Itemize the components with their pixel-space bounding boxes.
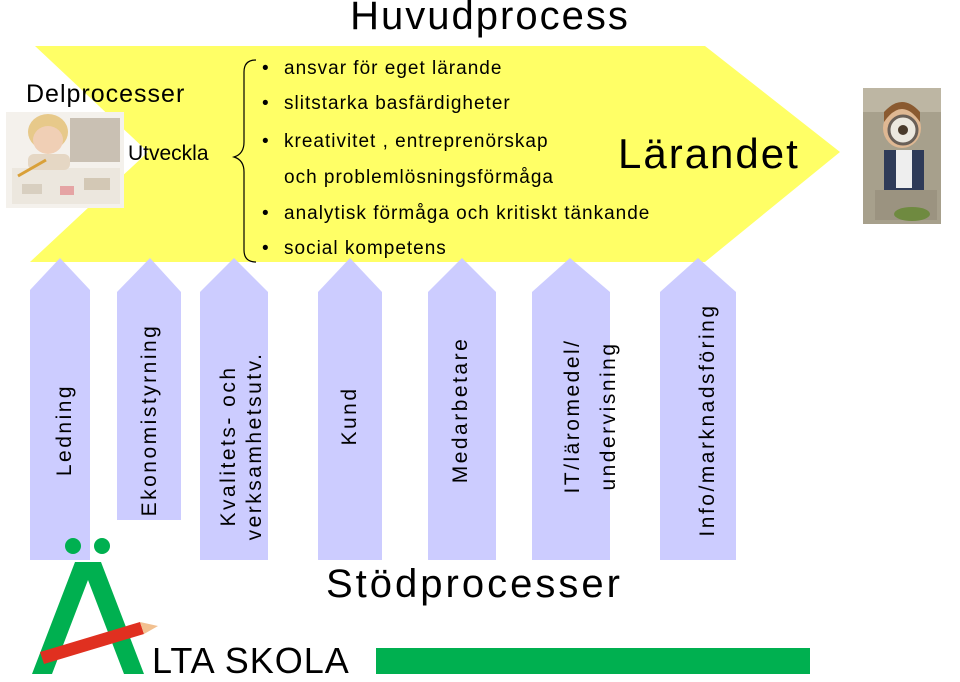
support-arrow-3 [200,258,268,560]
sub-label: Utveckla [128,142,209,165]
logo-dot-left [65,538,81,554]
support-label-medarbetare: Medarbetare [449,336,472,484]
bullet-item: •social kompetens [262,238,447,259]
support-label-info: Info/marknadsföring [696,303,719,537]
support-label-ekonomistyrning: Ekonomistyrning [138,323,161,517]
support-arrow-2 [117,258,181,520]
support-label-kund: Kund [338,386,361,446]
logo-text: LTA SKOLA [152,640,350,681]
support-arrow-1 [30,258,90,560]
curly-brace [231,59,257,263]
logo-dot-right [94,538,110,554]
bullet-item: •kreativitet , entreprenörskap [262,131,549,152]
bullet-item: •ansvar för eget lärande [262,58,503,79]
support-arrow-6 [532,258,610,560]
support-arrow-7 [660,258,736,560]
support-title: Stödprocesser [326,562,623,606]
main-process-arrow [30,46,840,262]
alta-skola-logo [32,538,810,674]
child-writing-image [6,112,124,208]
bullet-item-continuation: och problemlösningsförmåga [284,167,554,188]
support-arrow-4 [318,258,382,560]
pencil-tip [140,622,158,634]
pencil-icon [40,622,144,664]
support-label-ledning: Ledning [53,383,76,477]
bullet-item: •slitstarka basfärdigheter [262,93,511,114]
bullet-item: •analytisk förmåga och kritiskt tänkande [262,203,651,224]
support-arrow-5 [428,258,496,560]
arrow-label: Lärandet [618,130,800,177]
child-magnifier-image [863,88,941,224]
left-heading: Delprocesser [26,80,186,108]
logo-green-bar [376,648,810,674]
support-label-it: IT/läromedel/undervisning [561,338,620,494]
page-title: Huvudprocess [350,0,630,38]
